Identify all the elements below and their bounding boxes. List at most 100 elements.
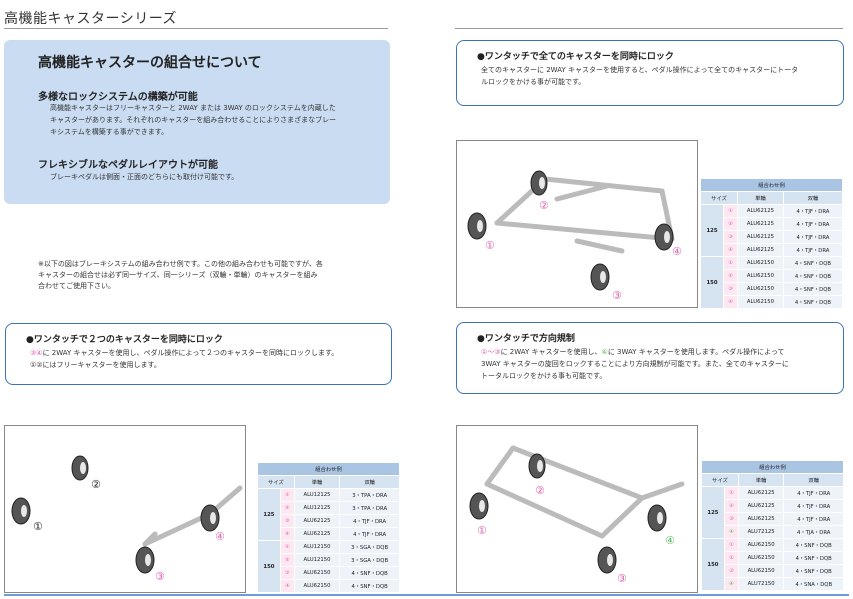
label-caster-1: ① — [477, 524, 487, 537]
double-model-cell: 3・SGA・DQB — [339, 553, 400, 567]
single-model-cell: ALU62125 — [293, 514, 341, 528]
label-caster-2: ② — [91, 478, 101, 491]
single-model-cell: ALU12150 — [293, 540, 341, 554]
size-cell: 125 — [699, 204, 725, 257]
col-size: サイズ — [700, 191, 738, 205]
single-model-cell: ALU62150 — [293, 579, 341, 593]
col-double: 双輪 — [782, 191, 844, 205]
all-caster-lock-box: ●ワンタッチで全てのキャスターを同時にロック 全てのキャスターに 2WAY キャ… — [456, 40, 844, 106]
size-cell: 150 — [699, 256, 725, 309]
caster-number-cell: ③ — [723, 230, 738, 244]
double-model-cell: 4・TJF・DRA — [783, 512, 844, 526]
single-model-cell: ALU72150 — [737, 577, 785, 591]
caster-number-cell: ② — [723, 269, 738, 283]
illustration-direction: ② ① ④ ③ — [456, 425, 698, 593]
intro-heading: 高機能キャスターの組合せについて — [38, 55, 262, 71]
page-title: 高機能キャスターシリーズ — [4, 11, 178, 27]
table-caption: 組合わせ例 — [700, 178, 843, 192]
intro-box: 高機能キャスターの組合せについて 多様なロックシステムの構築が可能 高機能キャス… — [4, 40, 390, 204]
single-model-cell: ALU62150 — [737, 564, 785, 578]
intro-sec2-title: フレキシブルなペダルレイアウトが可能 — [38, 160, 218, 171]
single-model-cell: ALU62150 — [293, 566, 341, 580]
col-single: 単輪 — [737, 473, 785, 487]
caster-number-cell: ② — [723, 551, 739, 565]
all-caster-line2: ルロックをかける事が可能です。 — [481, 78, 586, 86]
label-caster-4: ④ — [672, 245, 682, 258]
label-caster-1: ① — [33, 520, 43, 533]
label-caster-3: ③ — [155, 570, 165, 583]
label-caster-4: ④ — [215, 530, 225, 543]
combination-note: ※以下の図はブレーキシステムの組み合わせ例です。この他の組み合わせも可能ですが、… — [38, 259, 358, 292]
double-model-cell: 4・TJF・DRA — [783, 499, 844, 513]
single-model-cell: ALU62150 — [737, 551, 785, 565]
direction-line1-rest: に 3WAY キャスターを使用します。ペダル操作によって — [607, 348, 785, 356]
direction-line1-mid: に 2WAY キャスターを使用し、 — [500, 348, 602, 356]
direction-control-box: ●ワンタッチで方向規制 ①〜③に 2WAY キャスターを使用し、④に 3WAY … — [456, 322, 844, 394]
caster-number-cell: ② — [279, 553, 295, 567]
intro-sec1-line: キシステムを構築する事ができます。 — [50, 128, 169, 136]
double-model-cell: 4・TJF・DRA — [782, 243, 844, 257]
single-model-cell: ALU12150 — [293, 553, 341, 567]
double-model-cell: 4・SNF・DQB — [783, 551, 844, 565]
intro-sec1-title: 多様なロックシステムの構築が可能 — [38, 92, 198, 103]
single-model-cell: ALU62150 — [736, 282, 784, 296]
col-single: 単輪 — [293, 475, 341, 489]
caster-number-cell: ④ — [723, 243, 738, 257]
single-model-cell: ALU62125 — [737, 512, 785, 526]
double-model-cell: 3・TPA・DRA — [339, 501, 400, 515]
col-single: 単輪 — [736, 191, 784, 205]
double-model-cell: 4・SNF・DQB — [783, 564, 844, 578]
col-size: サイズ — [701, 473, 739, 487]
intro-sec1-text: 高機能キャスターはフリーキャスターと 2WAY または 3WAY のロックシステ… — [50, 102, 370, 138]
single-model-cell: ALU62125 — [736, 230, 784, 244]
mark-4: ④ — [601, 348, 608, 356]
label-caster-3: ③ — [617, 572, 627, 585]
title-rule-right — [455, 28, 843, 29]
caster-number-cell: ④ — [279, 579, 295, 593]
illustration-all-lock: ② ① ④ ③ — [456, 140, 698, 308]
double-model-cell: 4・SNF・DQB — [782, 295, 844, 309]
two-caster-lock-box: ●ワンタッチで２つのキャスターを同時にロック ③④に 2WAY キャスターを使用… — [5, 323, 392, 385]
label-caster-2: ② — [535, 484, 545, 497]
two-caster-lock-text: ③④に 2WAY キャスターを使用し、ペダル操作によって２つのキャスターを同時に… — [30, 347, 390, 371]
label-caster-3: ③ — [612, 289, 622, 302]
single-model-cell: ALU62150 — [736, 269, 784, 283]
double-model-cell: 4・SNF・DQB — [339, 566, 400, 580]
table-caption: 組合わせ例 — [701, 460, 844, 474]
single-model-cell: ALU62150 — [737, 538, 785, 552]
caster-number-cell: ① — [279, 488, 295, 502]
all-caster-lock-title: ●ワンタッチで全てのキャスターを同時にロック — [477, 52, 674, 62]
double-model-cell: 3・SGA・DQB — [339, 540, 400, 554]
label-caster-4: ④ — [665, 534, 675, 547]
caster-number-cell: ④ — [723, 295, 738, 309]
single-model-cell: ALU62125 — [737, 486, 785, 500]
double-model-cell: 4・SNF・DQB — [783, 538, 844, 552]
caster-number-cell: ① — [723, 204, 738, 218]
caster-number-cell: ② — [723, 217, 738, 231]
single-model-cell: ALU62150 — [736, 256, 784, 270]
single-model-cell: ALU62150 — [736, 295, 784, 309]
table-caption: 組合わせ例 — [257, 462, 400, 476]
double-model-cell: 4・TJF・DRA — [782, 204, 844, 218]
two-caster-line2: ①②にはフリーキャスターを使用します。 — [30, 361, 161, 369]
illustration-two-lock: ② ① ④ ③ — [4, 425, 246, 593]
caster-frame-drawing — [11, 455, 243, 574]
mark-1-3: ①〜③ — [481, 348, 501, 356]
all-caster-line1: 全てのキャスターに 2WAY キャスターを使用すると、ペダル操作によって全てのキ… — [481, 66, 799, 74]
intro-sec2-text: ブレーキペダルは側面・正面のどちらにも取付け可能です。 — [50, 173, 239, 181]
single-model-cell: ALU62125 — [737, 499, 785, 513]
